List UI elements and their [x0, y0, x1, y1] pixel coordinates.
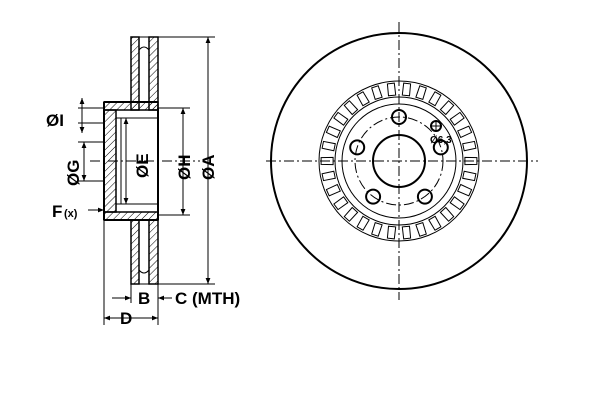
cooling-slot — [356, 91, 370, 107]
cooling-slot — [439, 100, 455, 116]
cooling-slot — [449, 196, 465, 211]
cooling-slot — [401, 82, 412, 97]
cooling-slot — [333, 111, 349, 126]
label-dim-h: ØH — [175, 155, 194, 181]
bolt-hole — [416, 188, 433, 205]
hub-flange-bottom — [103, 211, 159, 221]
label-dim-a: ØA — [199, 155, 218, 181]
cooling-slot — [449, 111, 465, 126]
hub-flange-top — [103, 101, 159, 111]
cooling-slot — [462, 140, 477, 152]
cooling-slot — [428, 215, 442, 231]
label-dim-c: C (MTH) — [175, 289, 240, 308]
lower-outer-cheek — [130, 219, 140, 285]
cooling-slot — [320, 156, 334, 166]
slot-ring-inner — [334, 96, 464, 226]
cooling-slot — [462, 170, 477, 182]
lower-inner-cheek — [148, 219, 159, 285]
front-view: Ø6,3 — [266, 22, 538, 300]
cooling-slot — [439, 206, 455, 222]
label-dim-e: ØE — [133, 153, 152, 178]
cooling-slot — [371, 221, 383, 237]
label-hole-dia: Ø6,3 — [430, 135, 452, 146]
cooling-slot — [333, 196, 349, 211]
cooling-slot — [401, 225, 412, 240]
label-dim-f-sub: (x) — [64, 208, 78, 220]
cooling-slot — [386, 225, 397, 240]
cooling-slot — [415, 85, 427, 101]
label-dim-d: D — [120, 309, 132, 328]
upper-inner-cheek — [148, 36, 159, 111]
bolt-hole — [349, 139, 366, 156]
label-dim-b: B — [138, 289, 150, 308]
cooling-slot — [386, 82, 397, 97]
bolt-hole — [365, 188, 382, 205]
label-dim-i: ØI — [46, 111, 64, 130]
cooling-slot — [464, 156, 478, 166]
cooling-slot — [428, 91, 442, 107]
cooling-slot — [415, 221, 427, 237]
cooling-slot — [371, 85, 383, 101]
label-dim-f: F — [52, 202, 62, 221]
cooling-slot — [457, 183, 473, 197]
cooling-slot — [321, 140, 336, 152]
cooling-slot — [457, 125, 473, 139]
cooling-slot — [356, 215, 370, 231]
bolt-hole — [391, 109, 407, 125]
cooling-slot — [321, 170, 336, 182]
bolt-hole — [432, 139, 449, 156]
cooling-slot — [325, 125, 341, 139]
bolt-holes — [349, 109, 449, 205]
friction-ring-inner — [318, 80, 480, 242]
cooling-slots — [320, 82, 478, 240]
cooling-slot — [343, 100, 359, 116]
centre-bore — [372, 134, 426, 188]
side-section-view: ØI ØG ØE ØH ØA F (x) B C (MTH) D — [46, 36, 240, 328]
cooling-slot — [343, 206, 359, 222]
label-dim-g: ØG — [64, 160, 83, 186]
outer-disc-edge — [270, 32, 528, 290]
upper-outer-cheek — [130, 36, 140, 111]
bolt-circle — [354, 116, 444, 206]
hat-circle — [341, 103, 457, 219]
cooling-slot — [325, 183, 341, 197]
